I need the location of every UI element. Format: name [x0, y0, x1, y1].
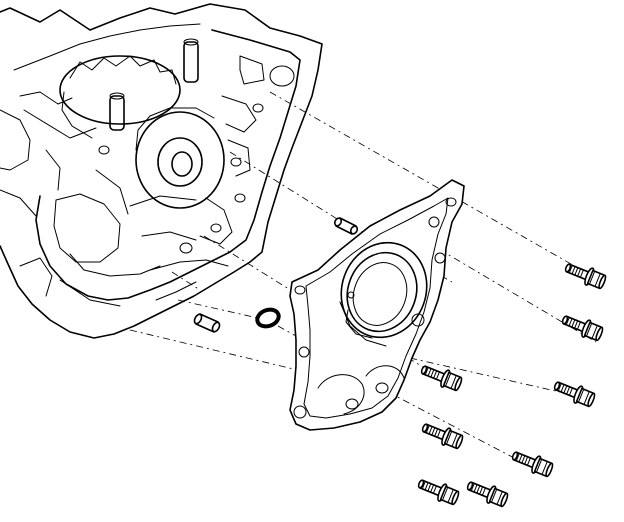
- flange-bolt-6: [508, 446, 556, 480]
- flange-bolt-5: [418, 418, 466, 452]
- dowel-pin-lower: [193, 313, 221, 333]
- flange-bolt-1: [561, 258, 609, 292]
- flange-bolt-2: [558, 310, 606, 344]
- o-ring: [255, 307, 281, 329]
- rear-oil-seal-cover: [289, 179, 465, 431]
- flange-bolt-8: [463, 476, 511, 510]
- flange-bolt-3: [417, 360, 465, 394]
- engine-block-housing: [0, 3, 323, 339]
- crankshaft-oil-seal: [340, 241, 428, 339]
- dowel-pin-upper: [333, 217, 359, 235]
- flange-bolt-4: [550, 376, 598, 410]
- flange-bolt-7: [414, 474, 462, 508]
